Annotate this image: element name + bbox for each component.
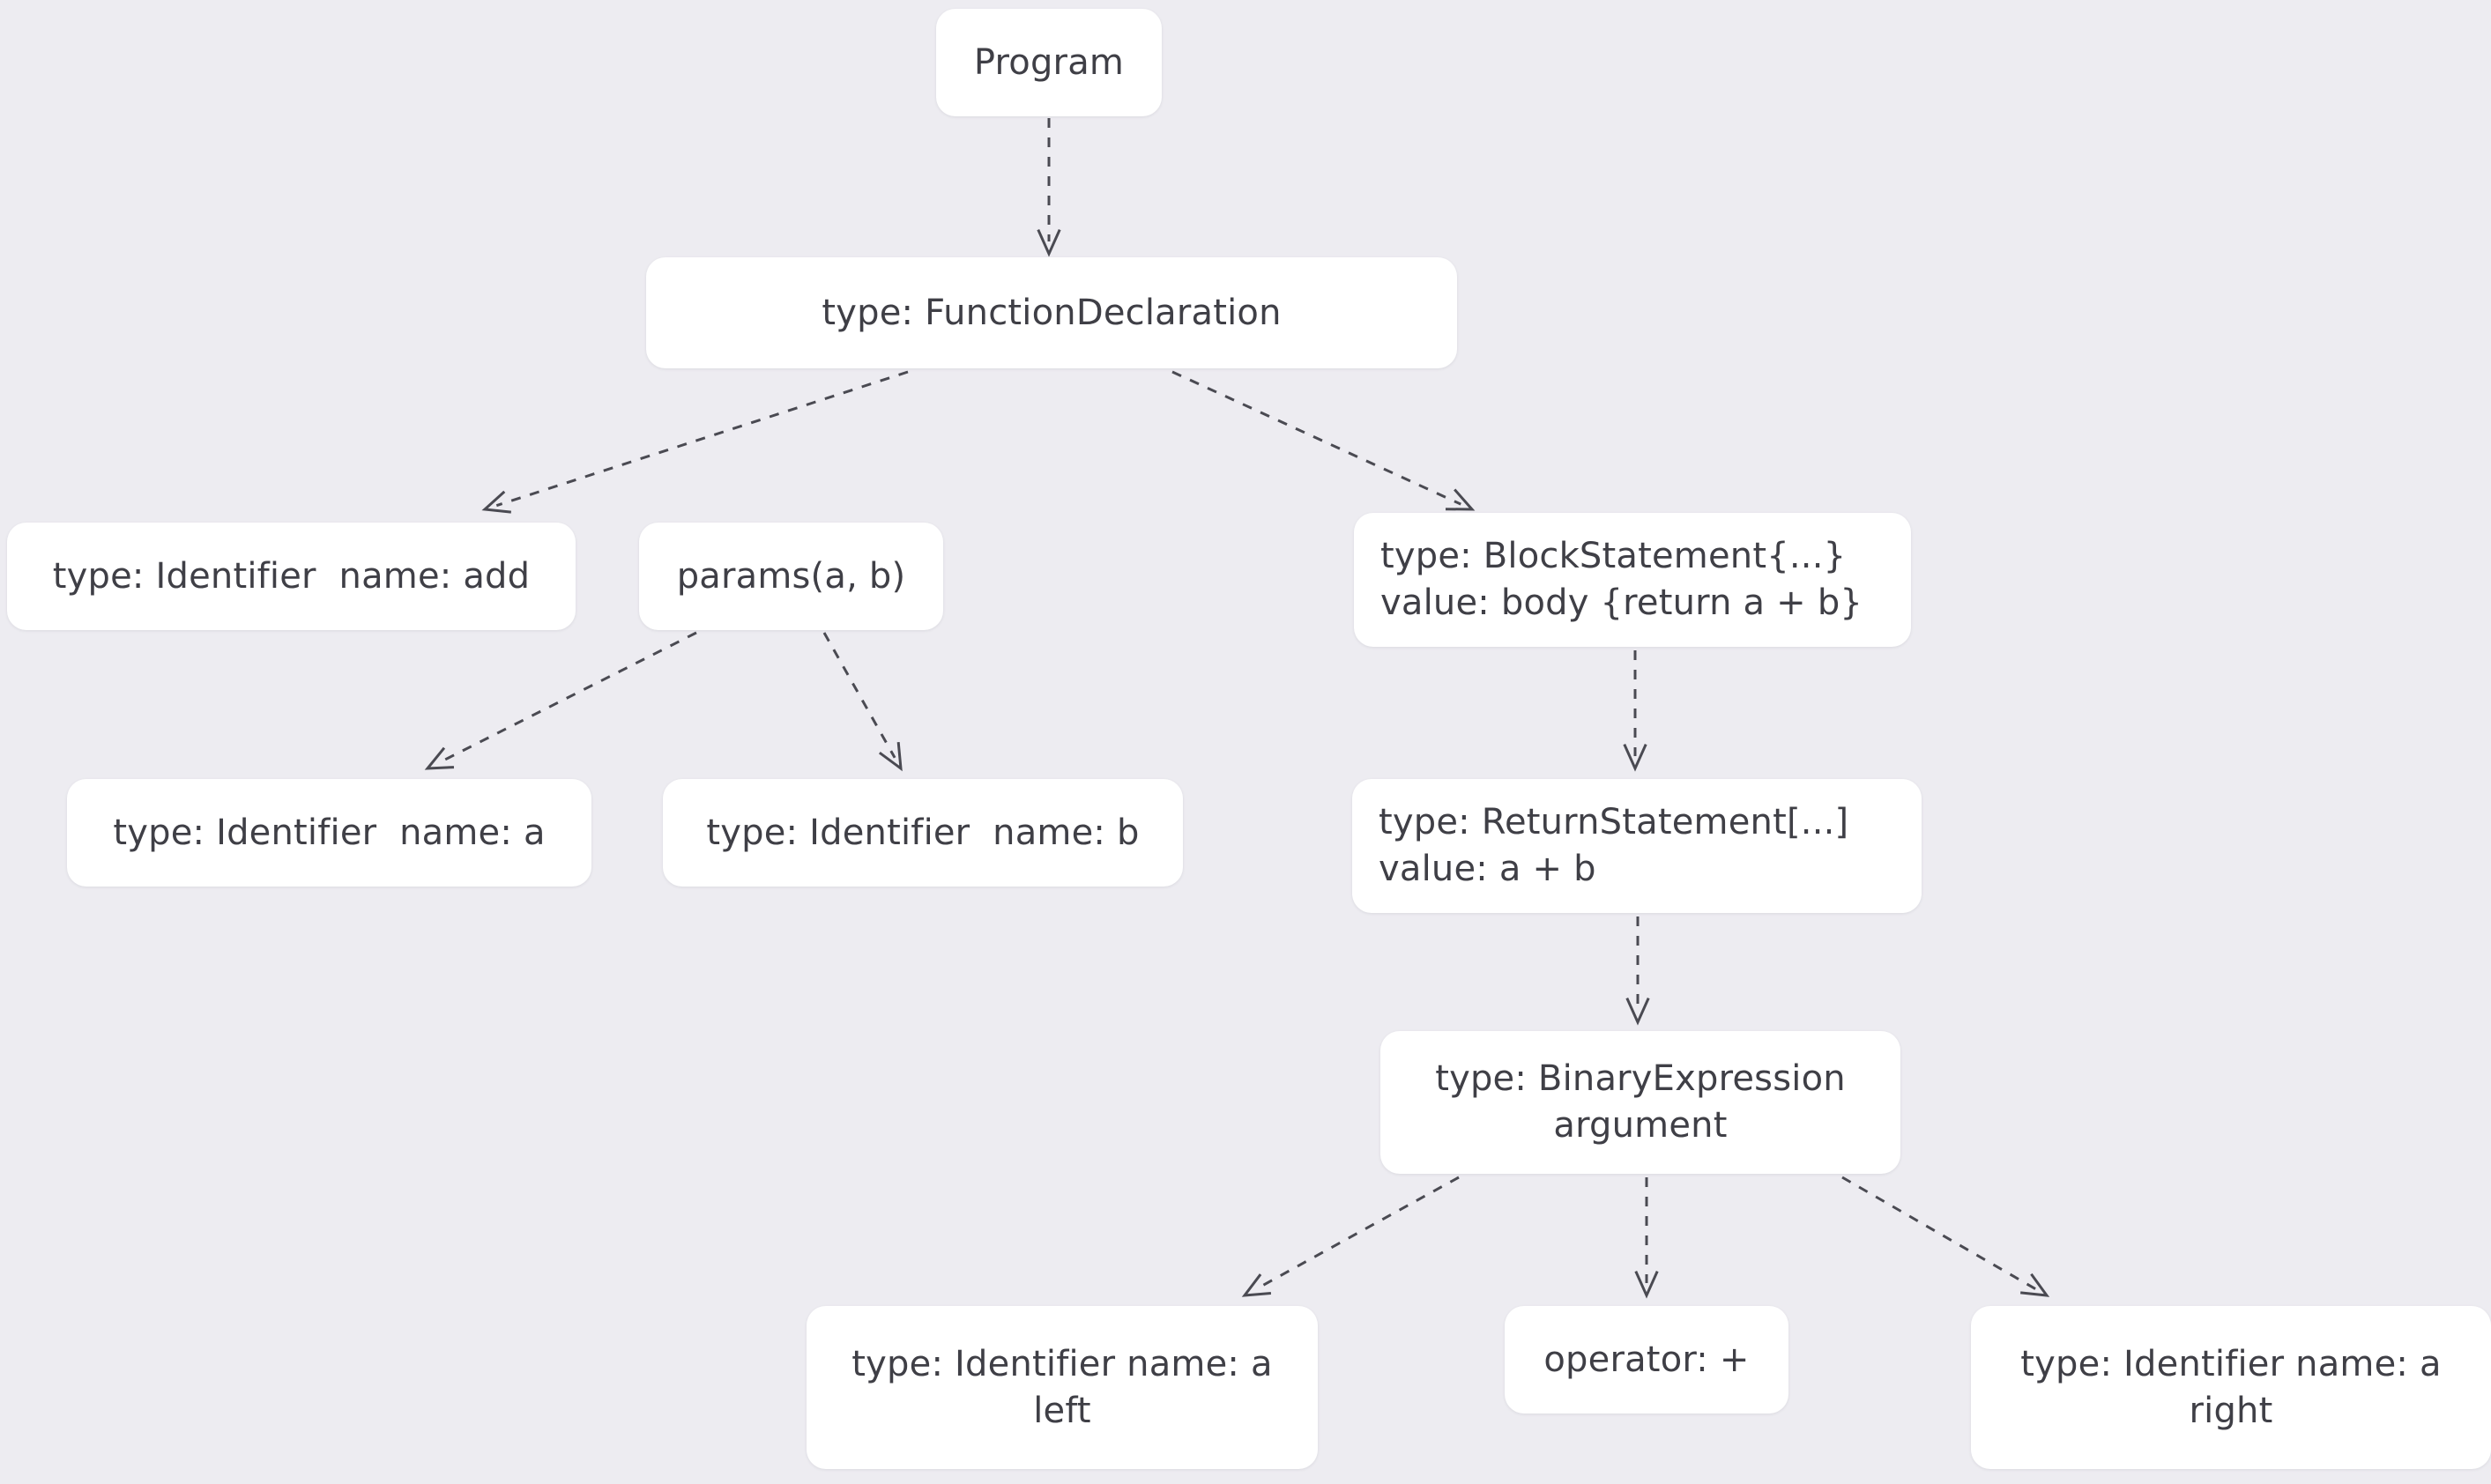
node-identifier-b-param[interactable]: type: Identifier name: b [663,779,1183,887]
edge-functiondeclaration-to-identifier-add [481,370,909,514]
edge-functiondeclaration-to-blockstatement [1171,370,1476,511]
edge-binaryexpression-to-operator [1634,1177,1659,1299]
node-label-line: type: BlockStatement{...} [1380,536,1847,577]
arrowhead-icon [2020,1273,2050,1297]
node-block-statement[interactable]: type: BlockStatement{...} value: body {re… [1354,513,1911,647]
node-label-line: type: Identifier name: a [851,1343,1273,1384]
arrowhead-icon [1445,488,1476,511]
node-label-line: type: Identifier name: b [706,812,1140,853]
edge-returnstatement-to-binaryexpression [1625,916,1650,1026]
edge-line [1171,370,1461,506]
node-params[interactable]: params(a, b) [639,523,943,630]
edge-blockstatement-to-returnstatement [1623,650,1647,772]
node-label-line: type: ReturnStatement[...] [1379,802,1849,843]
arrowhead-icon [878,741,903,772]
node-return-statement[interactable]: type: ReturnStatement[...] value: a + b [1352,779,1922,913]
node-identifier-a-left[interactable]: type: Identifier name: a left [807,1306,1318,1469]
edge-line [822,632,896,759]
node-label-line: type: FunctionDeclaration [822,292,1282,333]
node-label-line: value: body {return a + b} [1380,582,1863,623]
edge-binaryexpression-to-identifier-right [1841,1176,2050,1297]
node-label-line: type: Identifier name: add [52,555,531,597]
node-label-line: type: BinaryExpression [1435,1058,1846,1100]
node-label-line: left [1033,1390,1091,1431]
edge-binaryexpression-to-identifier-left [1241,1176,1460,1297]
node-program[interactable]: Program [936,9,1162,116]
node-label-line: params(a, b) [676,555,906,597]
arrowhead-icon [1241,1273,1272,1297]
node-label-line: type: Identifier name: a [2020,1343,2442,1384]
edge-line [1841,1176,2037,1291]
edge-line [495,370,909,508]
arrowhead-icon [1625,997,1650,1026]
arrowhead-icon [1037,228,1061,257]
node-label-line: type: Identifier name: a [113,812,546,853]
edge-params-to-identifier-b [822,632,903,772]
node-label-line: argument [1553,1105,1728,1146]
node-label-line: right [2189,1390,2273,1431]
arrowhead-icon [1623,743,1647,772]
node-identifier-a-right[interactable]: type: Identifier name: a right [1971,1306,2491,1469]
node-binary-expression[interactable]: type: BinaryExpression argument [1380,1031,1900,1174]
arrowhead-icon [1634,1270,1659,1299]
node-label-line: value: a + b [1379,849,1596,889]
node-operator-plus[interactable]: operator: + [1505,1306,1788,1414]
node-identifier-a-param[interactable]: type: Identifier name: a [67,779,591,887]
node-label-line: operator: + [1543,1339,1750,1380]
node-identifier-add[interactable]: type: Identifier name: add [7,523,576,630]
edge-line [437,631,697,765]
arrowhead-icon [424,746,455,770]
node-label-line: Program [973,41,1125,83]
arrowhead-icon [481,490,511,514]
edge-line [1254,1176,1460,1291]
node-function-declaration[interactable]: type: FunctionDeclaration [646,257,1457,368]
edge-program-to-functiondeclaration [1037,118,1061,257]
edge-params-to-identifier-a [424,631,697,770]
